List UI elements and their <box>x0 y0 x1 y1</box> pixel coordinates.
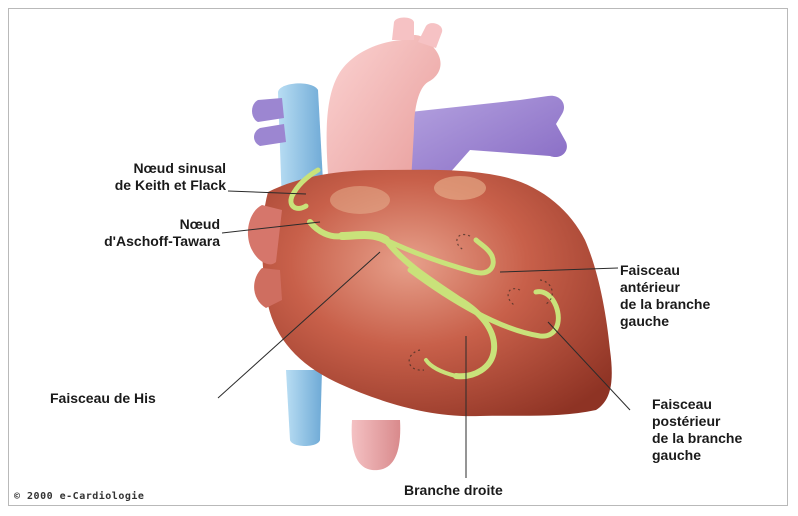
label-sinus-node: Nœud sinusal de Keith et Flack <box>60 160 226 194</box>
label-posterior-line4: gauche <box>652 447 742 464</box>
copyright-text: © 2000 e-Cardiologie <box>14 491 144 502</box>
label-av-node-line1: Nœud <box>60 216 220 233</box>
inferior-vena-cava <box>286 370 322 446</box>
label-right-bundle-branch: Branche droite <box>404 482 503 499</box>
descending-aorta <box>352 420 401 470</box>
label-anterior-line4: gauche <box>620 313 710 330</box>
label-posterior-line3: de la branche <box>652 430 742 447</box>
label-left-posterior-fascicle: Faisceau postérieur de la branche gauche <box>652 396 742 464</box>
label-bundle-of-his: Faisceau de His <box>50 390 156 407</box>
label-left-anterior-fascicle: Faisceau antérieur de la branche gauche <box>620 262 710 330</box>
label-av-node-line2: d'Aschoff-Tawara <box>60 233 220 250</box>
label-posterior-line1: Faisceau <box>652 396 742 413</box>
label-posterior-line2: postérieur <box>652 413 742 430</box>
label-av-node: Nœud d'Aschoff-Tawara <box>60 216 220 250</box>
label-anterior-line2: antérieur <box>620 279 710 296</box>
label-sinus-node-line2: de Keith et Flack <box>60 177 226 194</box>
label-sinus-node-line1: Nœud sinusal <box>60 160 226 177</box>
vessel-stub-left <box>252 98 284 122</box>
label-anterior-line1: Faisceau <box>620 262 710 279</box>
label-anterior-line3: de la branche <box>620 296 710 313</box>
